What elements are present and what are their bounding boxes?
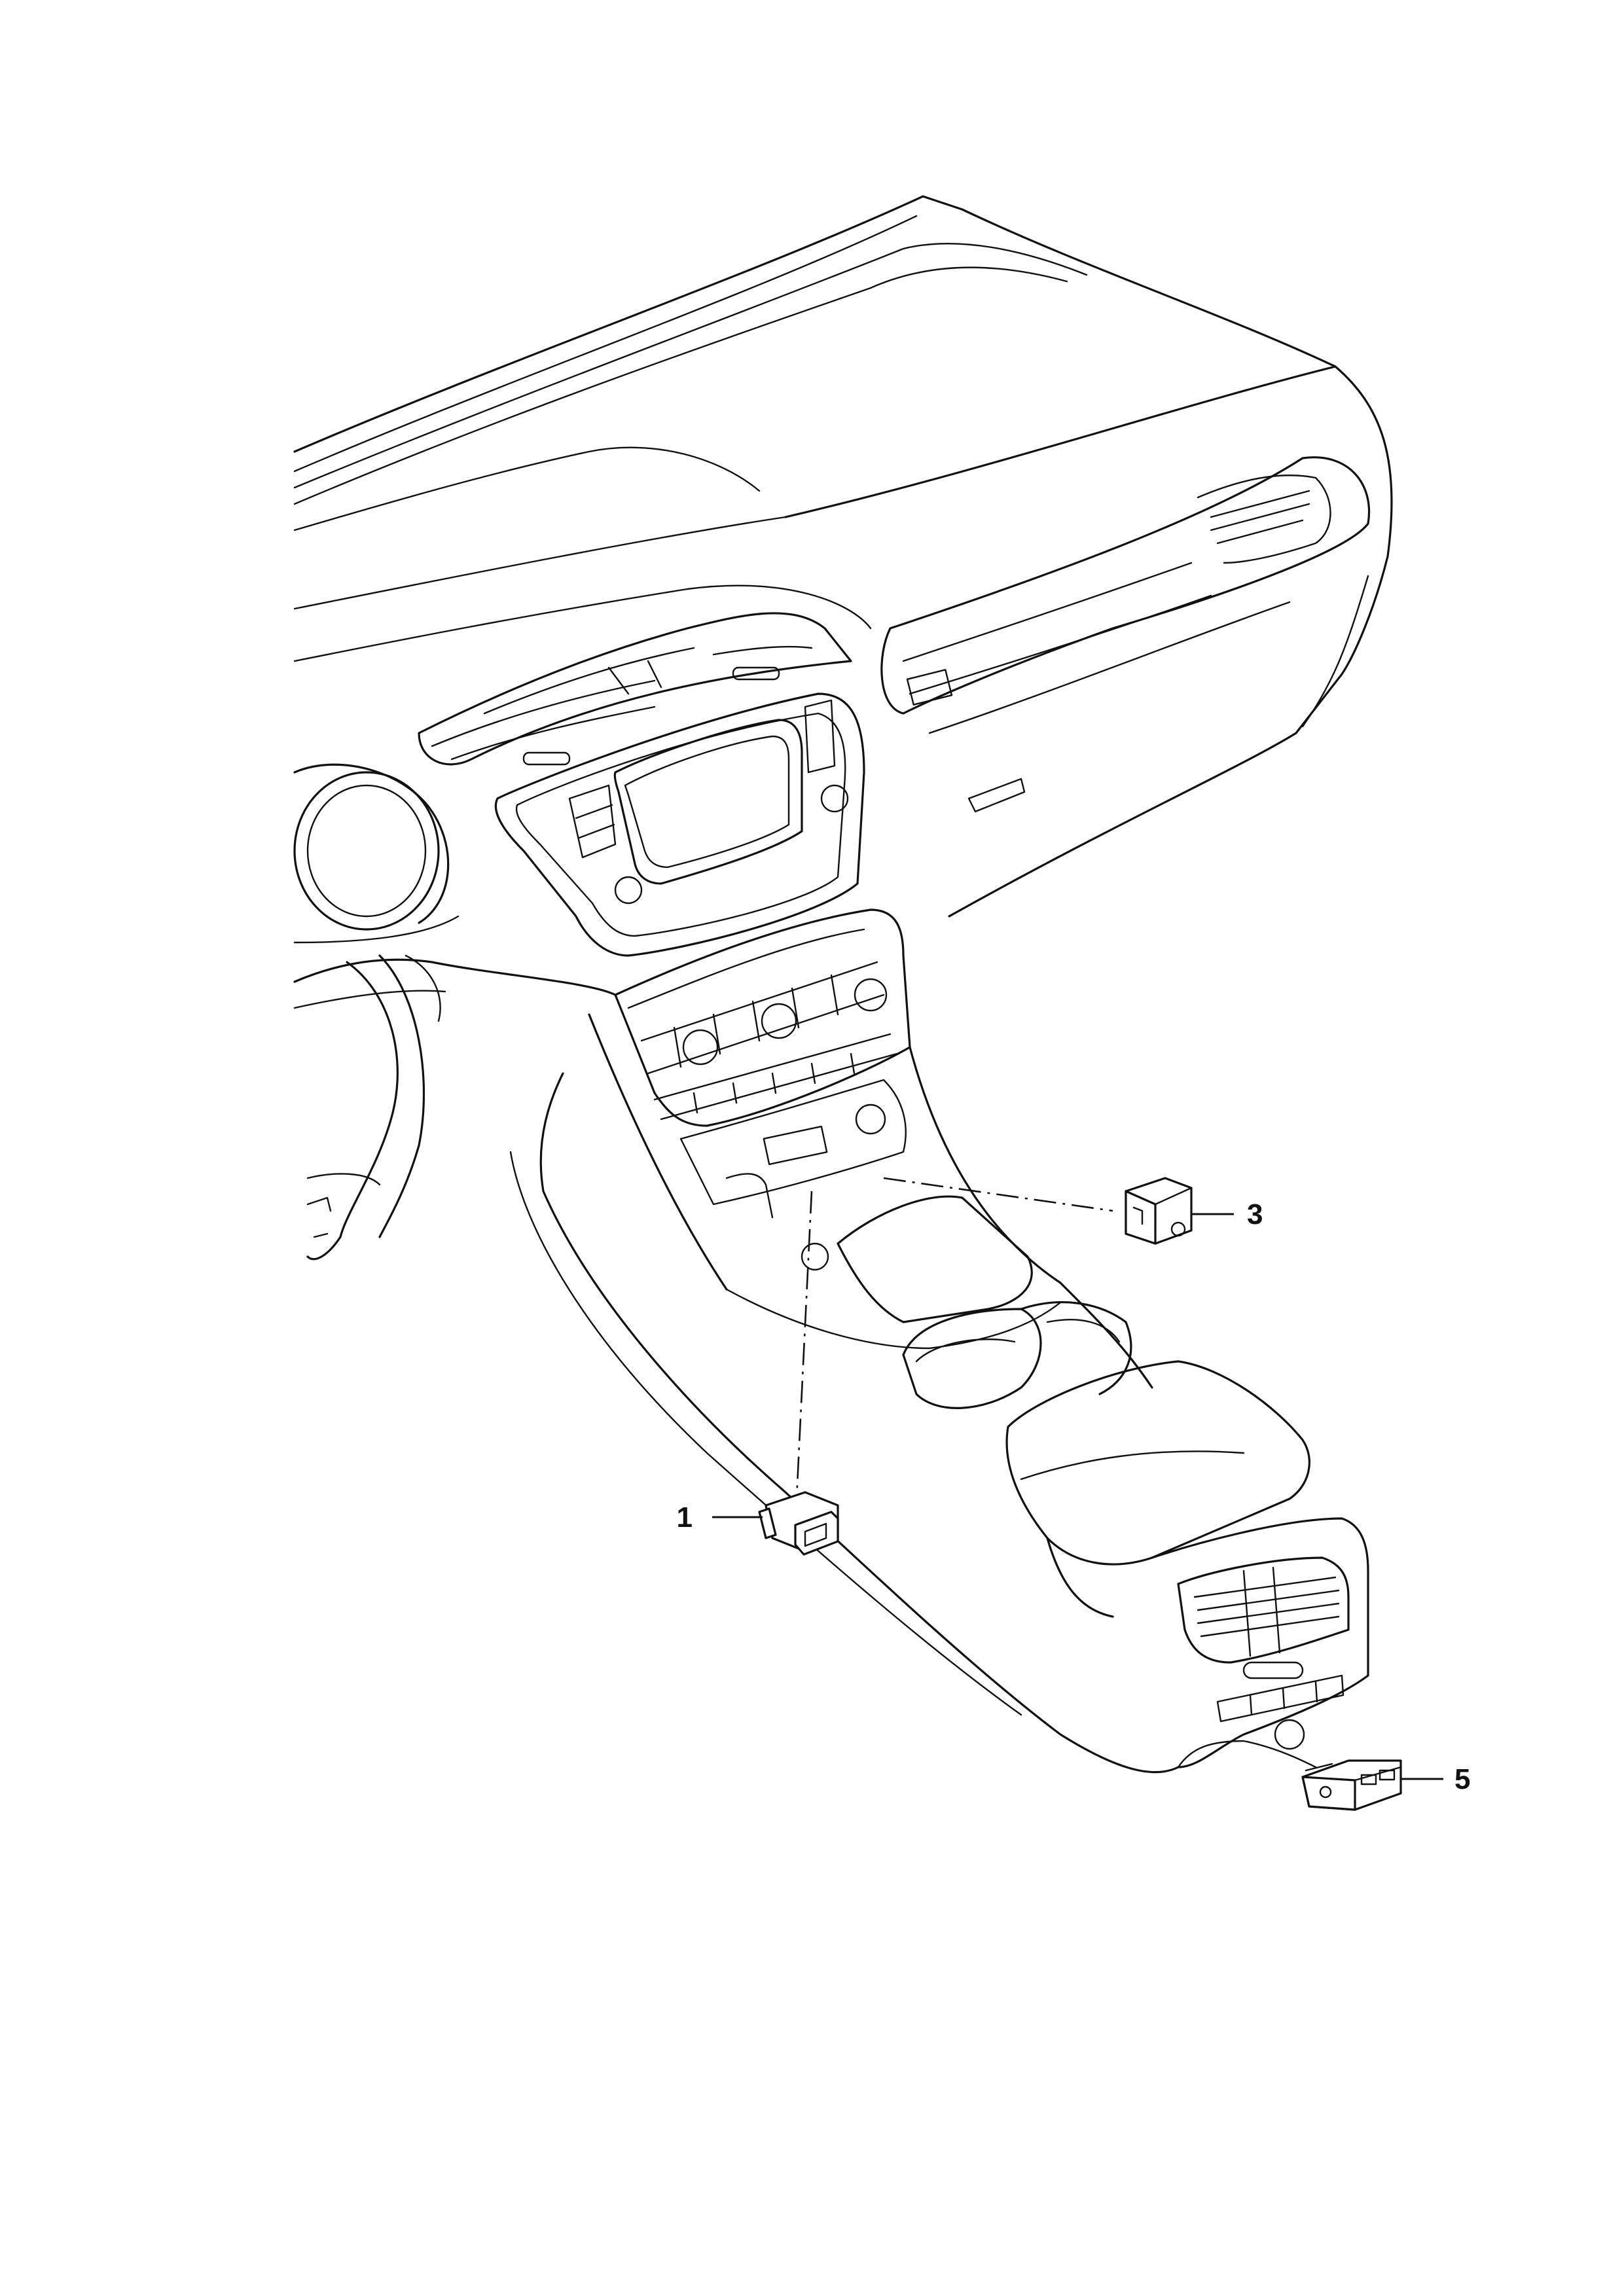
placement-lines: [794, 1177, 1113, 1526]
callout-1: 1: [677, 1501, 693, 1534]
part-5-usb-socket: [1301, 1759, 1402, 1811]
callout-5: 5: [1454, 1763, 1470, 1795]
part-1-usb-socket: [758, 1491, 839, 1556]
placement-line-3: [883, 1177, 1113, 1212]
placement-line-1: [794, 1191, 813, 1526]
callout-3: 3: [1247, 1198, 1263, 1230]
part-3-usb-socket: [1125, 1177, 1193, 1245]
dashboard-illustration: [293, 195, 1393, 1774]
